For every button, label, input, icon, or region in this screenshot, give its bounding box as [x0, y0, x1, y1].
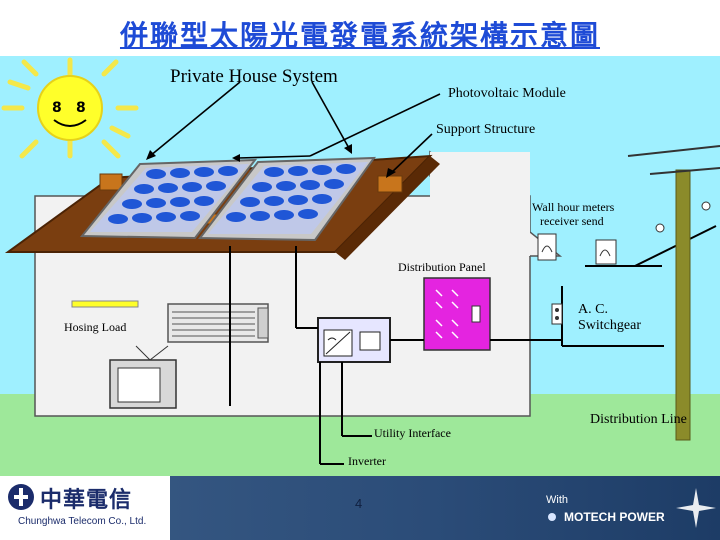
label-ac: A. C.: [578, 302, 608, 317]
distribution-panel-icon: [423, 277, 491, 351]
pointer-lines: [149, 81, 441, 175]
chunghwa-logo-icon: [8, 484, 34, 510]
page-number: 4: [355, 496, 363, 511]
air-conditioner-icon: [167, 303, 269, 343]
diagram-svg: 8 8: [0, 56, 720, 476]
support-beam: [99, 173, 123, 191]
label-wall-hour-meters: Wall hour meters: [532, 200, 615, 214]
switch-icon: [551, 303, 563, 325]
partner-name: MOTECH POWER: [564, 510, 665, 524]
label-support-structure: Support Structure: [436, 122, 536, 137]
company-name: 中華電信: [40, 488, 133, 513]
lamp-icon: [71, 300, 139, 308]
arrow-heads: [146, 144, 396, 178]
label-switchgear: Switchgear: [578, 318, 641, 333]
meter-icon: [537, 233, 557, 261]
label-inverter: Inverter: [348, 454, 386, 468]
star-icon: [676, 488, 716, 528]
company-logo: 中華電信 Chunghwa Telecom Co., Ltd.: [0, 476, 170, 540]
svg-text:8: 8: [52, 100, 62, 116]
meter-icon: [595, 239, 617, 265]
page-title: 併聯型太陽光電發電系統架構示意圖: [119, 19, 600, 52]
inverter-icon: [317, 317, 391, 363]
label-distribution-panel: Distribution Panel: [398, 260, 486, 274]
label-private-house-system: Private House System: [170, 66, 338, 87]
support-beam: [377, 175, 403, 193]
tv-icon: [109, 345, 177, 409]
label-distribution-line: Distribution Line: [590, 412, 687, 427]
label-receiver-send: receiver send: [540, 214, 604, 228]
footer-bar: 中華電信 Chunghwa Telecom Co., Ltd. 4 With M…: [0, 476, 720, 540]
pv-panel: [79, 158, 258, 240]
partner-logo-dot: [548, 513, 556, 521]
utility-pole-icon: [627, 145, 720, 441]
sun-icon: 8 8: [1, 57, 139, 159]
title-bar: 併聯型太陽光電發電系統架構示意圖: [0, 0, 720, 56]
svg-text:8: 8: [76, 100, 86, 116]
label-utility-interface: Utility Interface: [374, 426, 451, 440]
diagram-scene: 8 8: [0, 56, 720, 476]
label-housing-load: Hosing Load: [64, 320, 127, 334]
label-photovoltaic-module: Photovoltaic Module: [448, 86, 566, 101]
company-name-en: Chunghwa Telecom Co., Ltd.: [18, 516, 147, 527]
pv-panel: [198, 156, 377, 242]
roof-edge: [335, 156, 440, 260]
with-label: With: [546, 494, 568, 506]
house-gable-fill: [430, 152, 530, 256]
